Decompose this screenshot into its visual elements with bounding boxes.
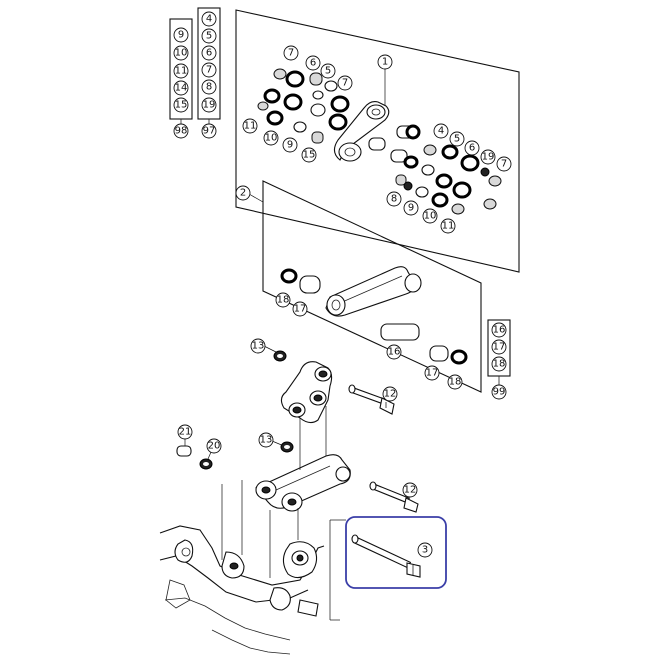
callout-label: 17	[294, 304, 307, 315]
callout-label: 11	[244, 121, 257, 132]
highlight-callout-3: 3	[422, 545, 428, 556]
callout-label: 15	[303, 150, 316, 161]
lower-link-assembly: 13 12 21 20	[176, 424, 419, 513]
callout-label: 21	[179, 427, 192, 438]
callout-label: 6	[469, 143, 475, 154]
group-label-99: 99	[493, 387, 506, 398]
group-label-98: 98	[175, 126, 188, 137]
callout-label: 10	[265, 133, 278, 144]
callout-label: 16	[388, 347, 401, 358]
callout-label: 13	[252, 341, 265, 352]
assembly-guide-lines	[221, 406, 346, 621]
kit-stack-98: 9 10 11 14 15 98	[169, 18, 193, 139]
highlighted-part-3[interactable]: 3	[345, 516, 447, 589]
callout-label: 16	[493, 325, 506, 336]
callout-label: 9	[287, 140, 293, 151]
callout-label: 9	[408, 203, 414, 214]
callout-label: 18	[277, 295, 290, 306]
stack-98-callouts: 9 10 11 14 15	[173, 27, 189, 113]
callout-label: 12	[384, 389, 397, 400]
callout-label: 18	[449, 377, 462, 388]
callout-label: 19	[482, 152, 495, 163]
callout-label: 10	[175, 48, 188, 59]
callout-label: 9	[178, 30, 184, 41]
callout-label: 18	[493, 359, 506, 370]
kit-1-callouts: 7 6 5 11 10 9 15 7 4 5 6 19 7 8 9 10 11	[242, 45, 512, 234]
kit-1-bearing-set: 1	[235, 9, 520, 273]
callout-label: 13	[260, 435, 273, 446]
callout-label: 19	[203, 100, 216, 111]
callout-label: 5	[454, 134, 460, 145]
callout-label: 5	[325, 66, 331, 77]
callout-label: 12	[404, 485, 417, 496]
callout-label: 14	[175, 83, 188, 94]
kit-1-label: 1	[382, 57, 388, 68]
frame-outline	[159, 525, 325, 655]
kit-2-label: 2	[240, 188, 246, 199]
callout-label: 8	[391, 194, 397, 205]
callout-label: 20	[208, 441, 221, 452]
kit-2-link-set: 2 18 17 16 17 18	[235, 180, 482, 393]
callout-label: 4	[438, 126, 444, 137]
callout-label: 10	[424, 211, 437, 222]
callout-label: 11	[175, 66, 188, 77]
kit-2-callouts: 18 17 16 17 18	[275, 292, 463, 390]
callout-label: 15	[175, 100, 188, 111]
callout-label: 7	[342, 78, 348, 89]
rocker-assembly: 13 12	[250, 338, 398, 424]
callout-label: 17	[493, 342, 506, 353]
callout-label: 17	[426, 368, 439, 379]
callout-label: 7	[288, 48, 294, 59]
callout-label: 7	[501, 159, 507, 170]
kit-stack-99: 16 17 18 99	[487, 319, 511, 400]
callout-label: 5	[206, 31, 212, 42]
callout-label: 11	[442, 221, 455, 232]
highlight-frame	[345, 516, 447, 589]
callout-label: 6	[310, 58, 316, 69]
callout-label: 7	[206, 65, 212, 76]
kit-stack-97: 4 5 6 7 8 19 97	[197, 7, 221, 139]
callout-label: 6	[206, 48, 212, 59]
callout-label: 4	[206, 14, 212, 25]
group-label-97: 97	[203, 126, 216, 137]
callout-label: 8	[206, 82, 212, 93]
